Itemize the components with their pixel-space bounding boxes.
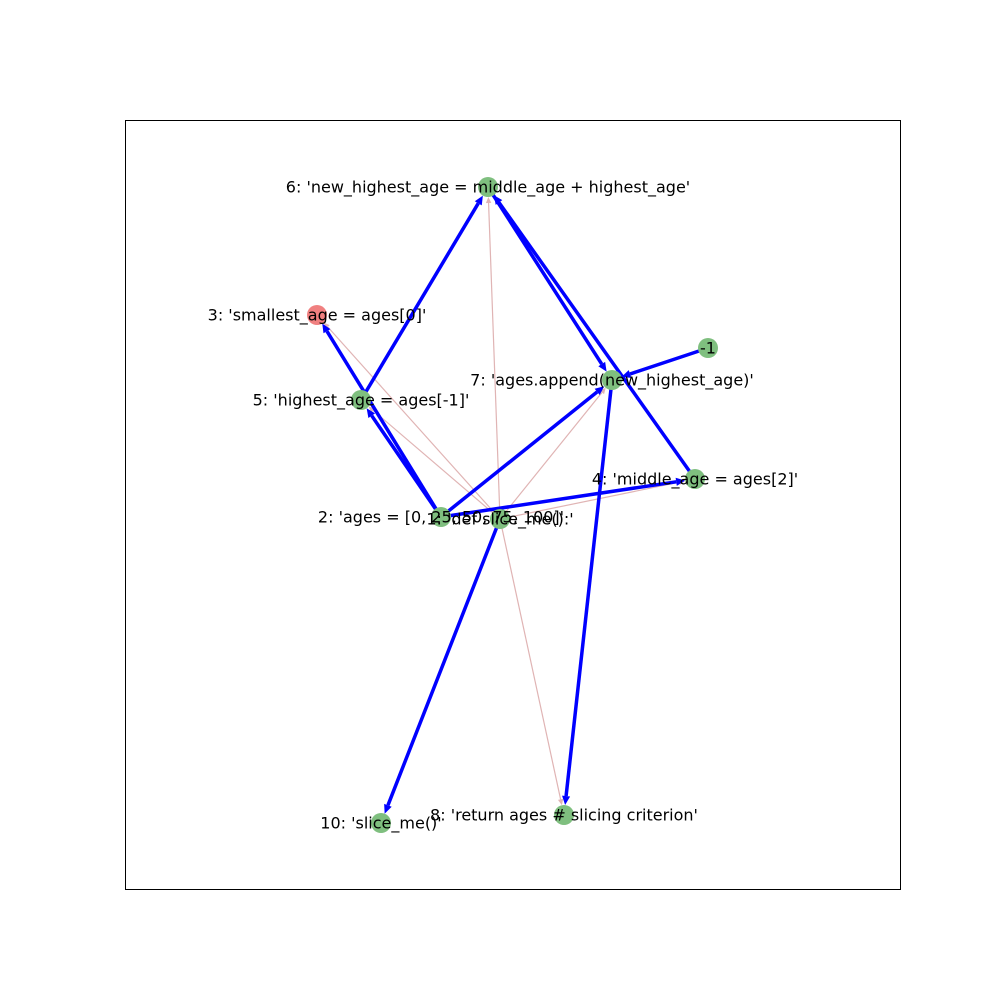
- label-layer: 1: 'def slice_me():'2: 'ages = [0, 25, 5…: [208, 178, 799, 834]
- edge-n5-to-n6: [359, 195, 483, 401]
- node-label-n6: 6: 'new_highest_age = middle_age + highe…: [286, 178, 690, 198]
- edge-n6-to-n7: [486, 186, 607, 372]
- edge-n1-to-n6-arrowhead: [485, 196, 492, 204]
- edge-n2-to-n7: [439, 386, 605, 519]
- edge-n1-to-n7-arrowhead: [599, 387, 606, 395]
- node-label-n1: 1: 'def slice_me():': [426, 510, 573, 530]
- edge-n2-to-n4-line: [440, 480, 677, 519]
- node-label-n5: 5: 'highest_age = ages[-1]': [253, 391, 470, 411]
- edge-n2-to-n3-line: [325, 330, 443, 518]
- edge-n2-to-n4: [440, 477, 686, 519]
- node-n5: [351, 390, 371, 410]
- node-layer: [307, 177, 718, 833]
- edge-n1-to-n3-line: [327, 326, 501, 520]
- node-label-n4: 4: 'middle_age = ages[2]': [592, 470, 798, 490]
- edge-n1-to-n7-line: [499, 392, 603, 520]
- node-n7: [602, 370, 622, 390]
- edge-n5-to-n6-line: [359, 202, 480, 401]
- edge-n1-to-n10: [384, 518, 502, 814]
- edge-n7-to-n8-line: [564, 379, 614, 797]
- edge-n7-to-n8: [562, 379, 614, 806]
- node-n6: [478, 177, 498, 197]
- node-n8: [554, 805, 574, 825]
- edge-n7-to-n8-arrowhead: [562, 795, 571, 806]
- node-label-n7: 7: 'ages.append(new_highest_age)': [470, 371, 754, 391]
- edge-n1-to-n8-arrowhead: [557, 798, 564, 806]
- edge-n4-to-n6: [493, 195, 697, 481]
- edge-layer: [322, 186, 709, 814]
- edge-n2-to-n7-arrowhead: [594, 386, 605, 396]
- node-n3: [307, 305, 327, 325]
- plot-frame: [125, 120, 901, 890]
- node-label-n8: 8: 'return ages # slicing criterion': [430, 806, 698, 825]
- node-label-n3: 3: 'smallest_age = ages[0]': [208, 306, 427, 326]
- edge-n1-to-n5-line: [372, 409, 501, 520]
- edge-n1-to-n10-line: [386, 518, 502, 806]
- edge-n2-to-n3-arrowhead: [322, 323, 331, 334]
- edge-nm1-to-n7-arrowhead: [621, 370, 632, 378]
- edge-n2-to-n7-line: [439, 390, 599, 519]
- edge-n2-to-n4-arrowhead: [675, 477, 686, 486]
- node-label-n2: 2: 'ages = [0, 25, 50, 75, 100]': [318, 508, 564, 527]
- node-n4: [685, 469, 705, 489]
- edge-n6-to-n7-arrowhead: [598, 361, 607, 372]
- edge-nm1-to-n7: [621, 346, 709, 378]
- node-n1: [490, 509, 510, 529]
- edge-n1-to-n5: [368, 406, 501, 520]
- edge-n1-to-n4-line: [499, 481, 680, 520]
- edge-n4-to-n6-line: [497, 201, 697, 481]
- node-label-n10: 10: 'slice_me()': [320, 814, 441, 834]
- edge-n5-to-n6-arrowhead: [474, 195, 483, 206]
- edge-n1-to-n7: [499, 387, 606, 520]
- edge-n1-to-n10-arrowhead: [384, 803, 392, 814]
- edge-n6-to-n7-line: [486, 186, 604, 365]
- edge-n2-to-n5-arrowhead: [366, 408, 376, 418]
- edge-nm1-to-n7-line: [629, 346, 709, 376]
- edge-n1-to-n8: [499, 518, 564, 806]
- edge-n2-to-n3: [322, 323, 443, 518]
- edge-n1-to-n6: [485, 196, 501, 520]
- node-label-nm1: -1: [700, 339, 716, 358]
- edge-n1-to-n6-line: [487, 202, 501, 520]
- node-n10: [371, 813, 391, 833]
- edge-n1-to-n8-line: [499, 518, 562, 800]
- node-n2: [431, 507, 451, 527]
- node-nm1: [698, 338, 718, 358]
